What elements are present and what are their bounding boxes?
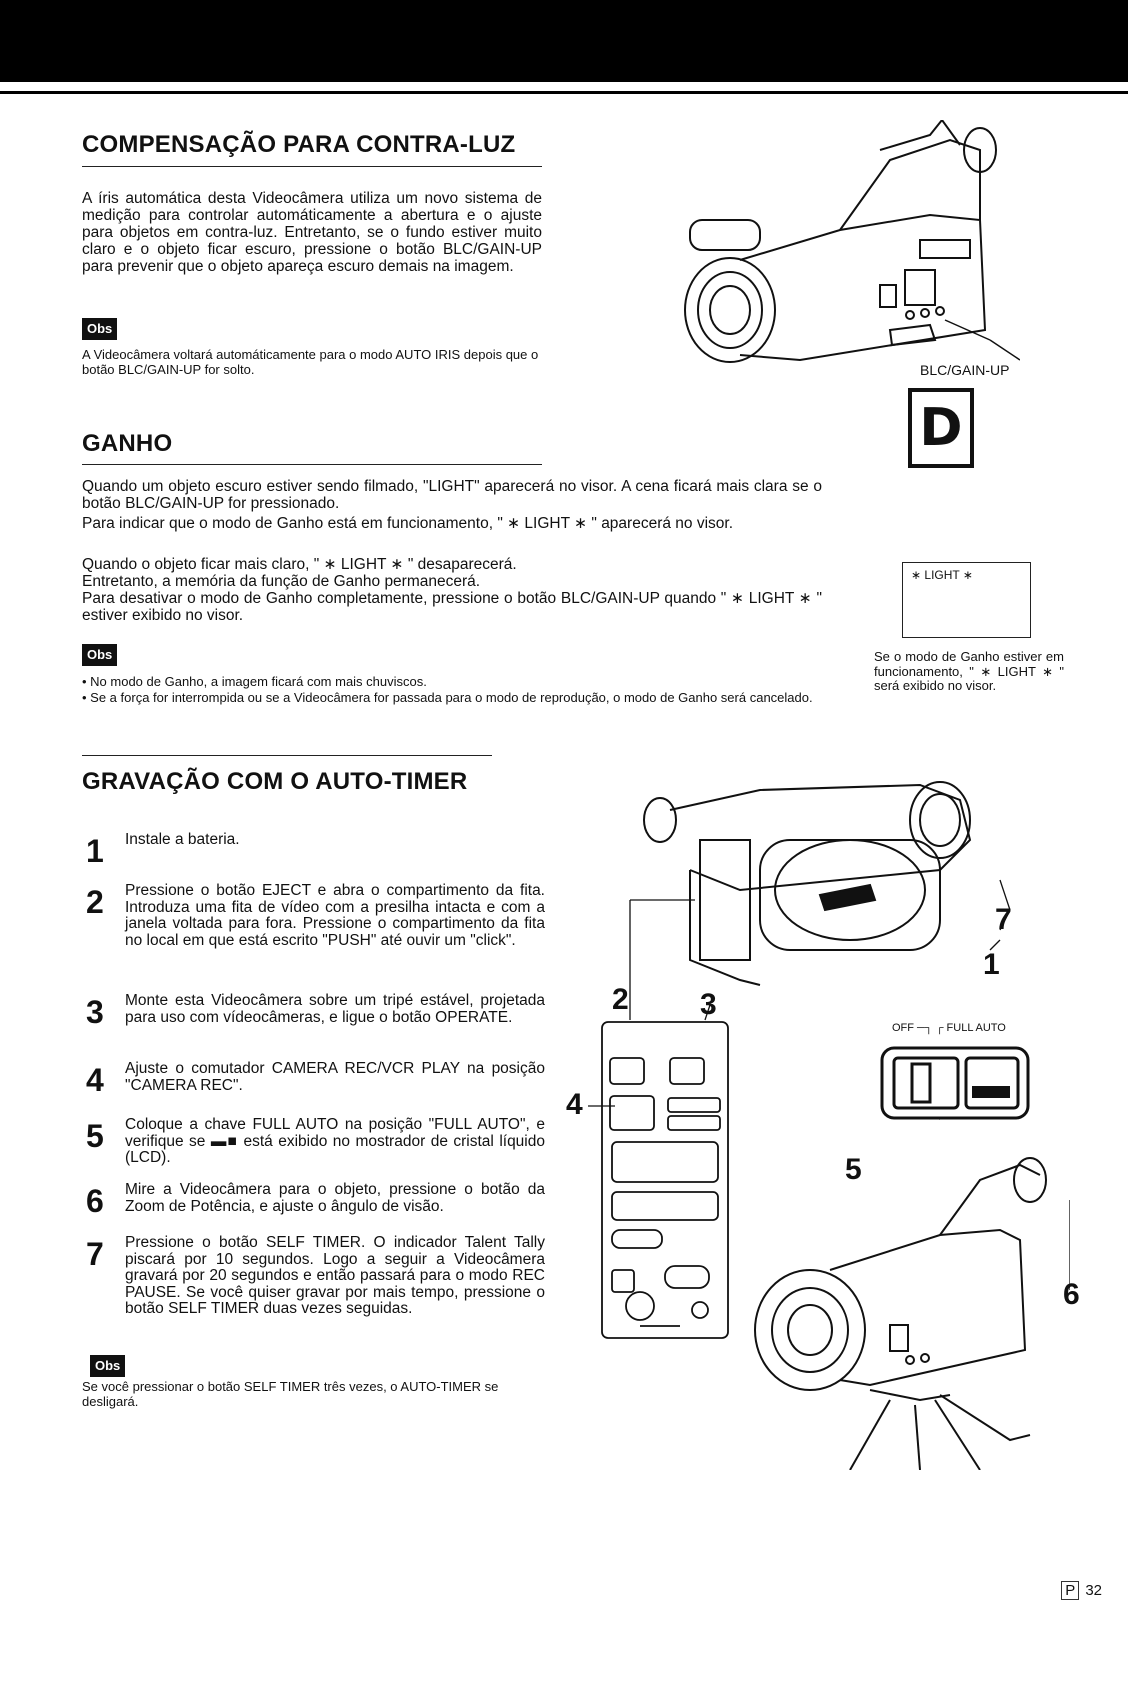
camcorder-figure-cassette [643,781,972,986]
full-auto-switch-figure [880,1046,1030,1120]
gain-para-2: Para indicar que o modo de Ganho está em… [82,515,734,532]
camcorder-figure-blc [684,120,1020,363]
callout-number: 5 [845,1153,862,1186]
blc-button-icon: D [908,388,974,468]
page-box-letter: P [1061,1581,1080,1600]
callout-number: 1 [983,948,1000,981]
section-title-backlight: COMPENSAÇÃO PARA CONTRA-LUZ [82,131,516,158]
callout-number: 7 [995,903,1012,936]
viewfinder-light-text: ∗ LIGHT ∗ [911,568,973,582]
blc-gain-up-label: BLC/GAIN-UP [920,362,1010,378]
gain-para-4: Entretanto, a memória da função de Ganho… [82,573,481,590]
step-text: Instale a bateria. [125,831,240,848]
control-panel-figure [601,1021,729,1339]
section-title-gain: GANHO [82,430,173,457]
gain-para-3: Quando o objeto ficar mais claro, " ∗ LI… [82,556,517,573]
step-text: Pressione o botão SELF TIMER. O indicado… [125,1234,545,1317]
section-title-rule-top [82,755,492,756]
full-auto-switch-label: OFF ─┐ ┌ FULL AUTO [892,1022,1006,1034]
viewfinder-caption: Se o modo de Ganho estiver em funcioname… [874,649,1064,693]
gain-obs-bullet-1: • No modo de Ganho, a imagem ficará com … [82,674,427,689]
section-title-rule [82,166,542,167]
step-number: 6 [86,1183,104,1219]
callout-number: 6 [1063,1278,1080,1311]
camcorder-tripod-figure [754,1157,1047,1470]
step-number: 1 [86,833,104,869]
backlight-obs-text: A Videocâmera voltará automáticamente pa… [82,347,539,377]
header-bar [0,0,1128,82]
step-number: 3 [86,994,104,1030]
step-text: Ajuste o comutador CAMERA REC/VCR PLAY n… [125,1060,545,1094]
section-title-self-timer: GRAVAÇÃO COM O AUTO-TIMER [82,768,468,795]
page-number: P 32 [1061,1581,1102,1600]
callout-number: 3 [700,988,717,1021]
self-timer-obs-text: Se você pressionar o botão SELF TIMER tr… [82,1379,499,1409]
step-text: Mire a Videocâmera para o objeto, pressi… [125,1181,545,1215]
step-number: 2 [86,884,104,920]
gain-para-5: Para desativar o modo de Ganho completam… [82,590,822,624]
page-number-value: 32 [1085,1582,1102,1599]
section-title-rule [82,464,542,465]
gain-para-1: Quando um objeto escuro estiver sendo fi… [82,478,822,512]
blc-badge-letter: D [919,398,963,458]
callout-number: 2 [612,983,629,1016]
header-rule [0,91,1128,94]
callout-leader-lines [588,879,1070,1290]
step-number: 7 [86,1236,104,1272]
gain-obs-bullet-2: • Se a força for interrompida ou se a Vi… [82,690,813,705]
viewfinder-box: ∗ LIGHT ∗ [902,562,1031,638]
obs-badge: Obs [90,1355,126,1377]
obs-badge: Obs [82,644,118,666]
step-text: Monte esta Videocâmera sobre um tripé es… [125,992,545,1026]
step-text: Coloque a chave FULL AUTO na posição "FU… [125,1116,545,1166]
backlight-body: A íris automática desta Videocâmera util… [82,190,542,275]
step-number: 4 [86,1062,104,1098]
step-number: 5 [86,1118,104,1154]
step-text: Pressione o botão EJECT e abra o compart… [125,882,545,949]
callout-number: 4 [566,1088,583,1121]
obs-badge: Obs [82,318,118,340]
